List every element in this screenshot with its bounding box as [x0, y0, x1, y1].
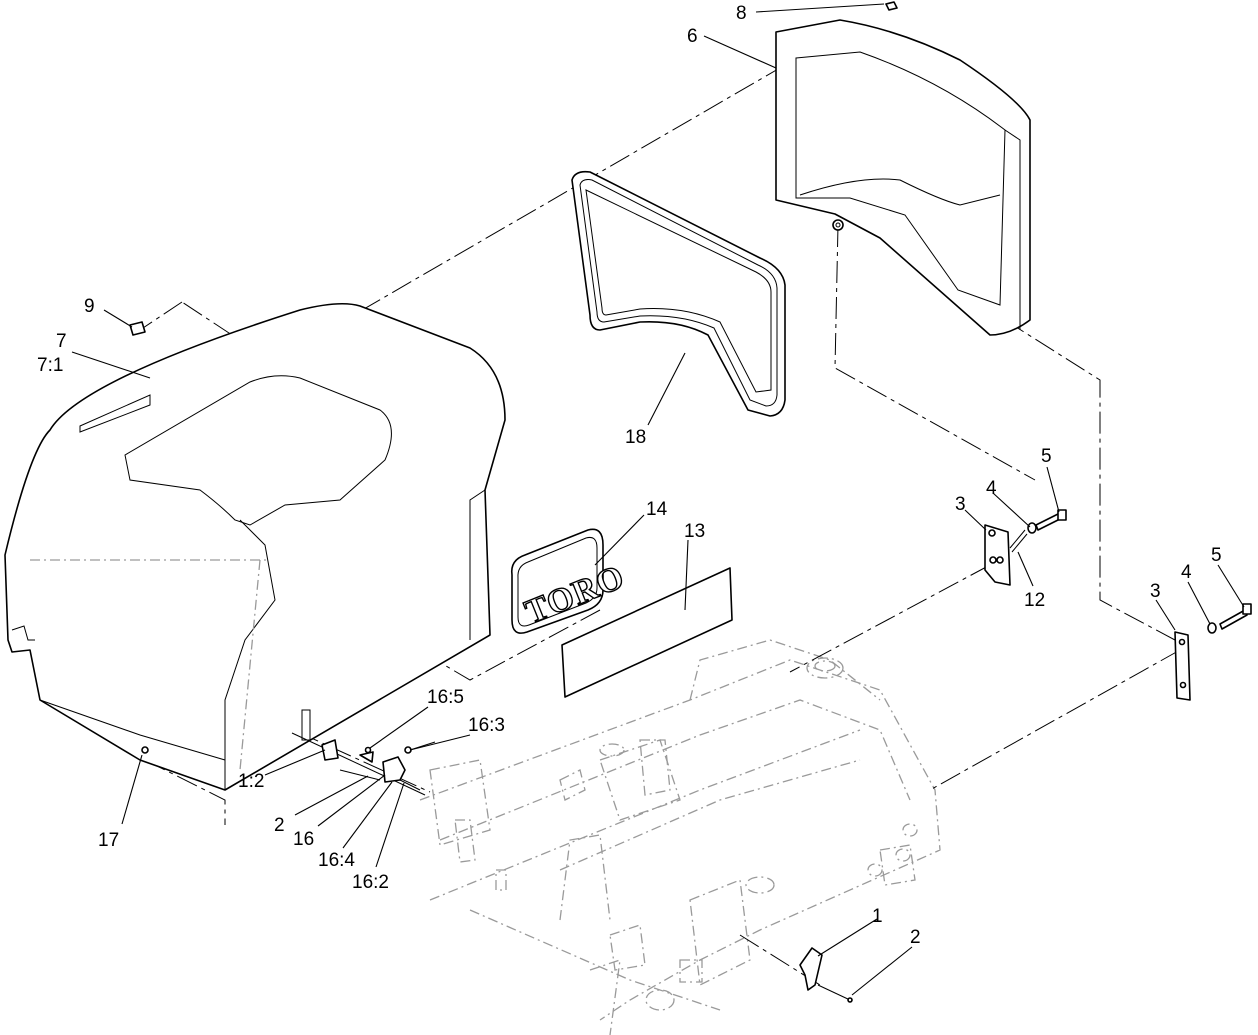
part-1-latch: [799, 947, 823, 991]
callout-17: 17: [98, 830, 119, 851]
callout-5-upper: 5: [1041, 446, 1052, 467]
part-4-washer-lower: [1207, 622, 1217, 634]
callout-16-5: 16:5: [427, 687, 464, 708]
callout-5-lower: 5: [1211, 545, 1222, 566]
callout-12: 12: [1024, 590, 1045, 611]
callout-8: 8: [736, 3, 747, 24]
callout-3-upper: 3: [955, 494, 966, 515]
callout-1: 1: [872, 906, 883, 927]
callout-16-4: 16:4: [318, 850, 355, 871]
part-3-bracket-lower: [1174, 631, 1191, 701]
part-13-decal: [561, 567, 733, 698]
callout-4-upper: 4: [986, 478, 997, 499]
callout-18: 18: [625, 427, 646, 448]
part-5-bolt-upper: [1035, 509, 1067, 531]
part-8-screw: [885, 1, 898, 11]
callout-labels: 8 6 9 7 7:1 18 14 13 5 4 3 12 3 4 5 16:5…: [37, 3, 1222, 948]
callout-16: 16: [293, 829, 314, 850]
part-7-hood: [4, 302, 506, 791]
callout-2-left: 2: [274, 815, 285, 836]
callout-16-2: 16:2: [352, 872, 389, 893]
part-4-washer-upper: [1027, 522, 1037, 534]
part-5-bolt-lower: [1219, 603, 1252, 630]
callout-9: 9: [84, 296, 95, 317]
assembly-lines: [139, 64, 1181, 986]
callout-1-2: 1:2: [238, 771, 264, 792]
part-3-bracket-upper: [984, 524, 1011, 586]
part-14-logo-decal: TORO: [510, 528, 631, 634]
part-6-rear-panel: [775, 19, 1031, 336]
callout-3-lower: 3: [1150, 581, 1161, 602]
callout-7: 7: [56, 331, 67, 352]
part-12-pin: [1009, 529, 1028, 553]
callout-4-lower: 4: [1181, 562, 1192, 583]
callout-7-1: 7:1: [37, 355, 63, 376]
callout-6: 6: [687, 26, 698, 47]
callout-14: 14: [646, 499, 668, 520]
callout-13: 13: [684, 521, 705, 542]
leader-lines: [71, 3, 1245, 996]
chassis-frame: [419, 639, 941, 1035]
part-9-bolt: [129, 321, 146, 336]
part-2-pin: [817, 984, 853, 1003]
part-18-gasket: [571, 170, 786, 417]
callout-16-3: 16:3: [468, 715, 505, 736]
part-17-screw: [141, 746, 149, 754]
callout-2-bottom: 2: [910, 927, 921, 948]
